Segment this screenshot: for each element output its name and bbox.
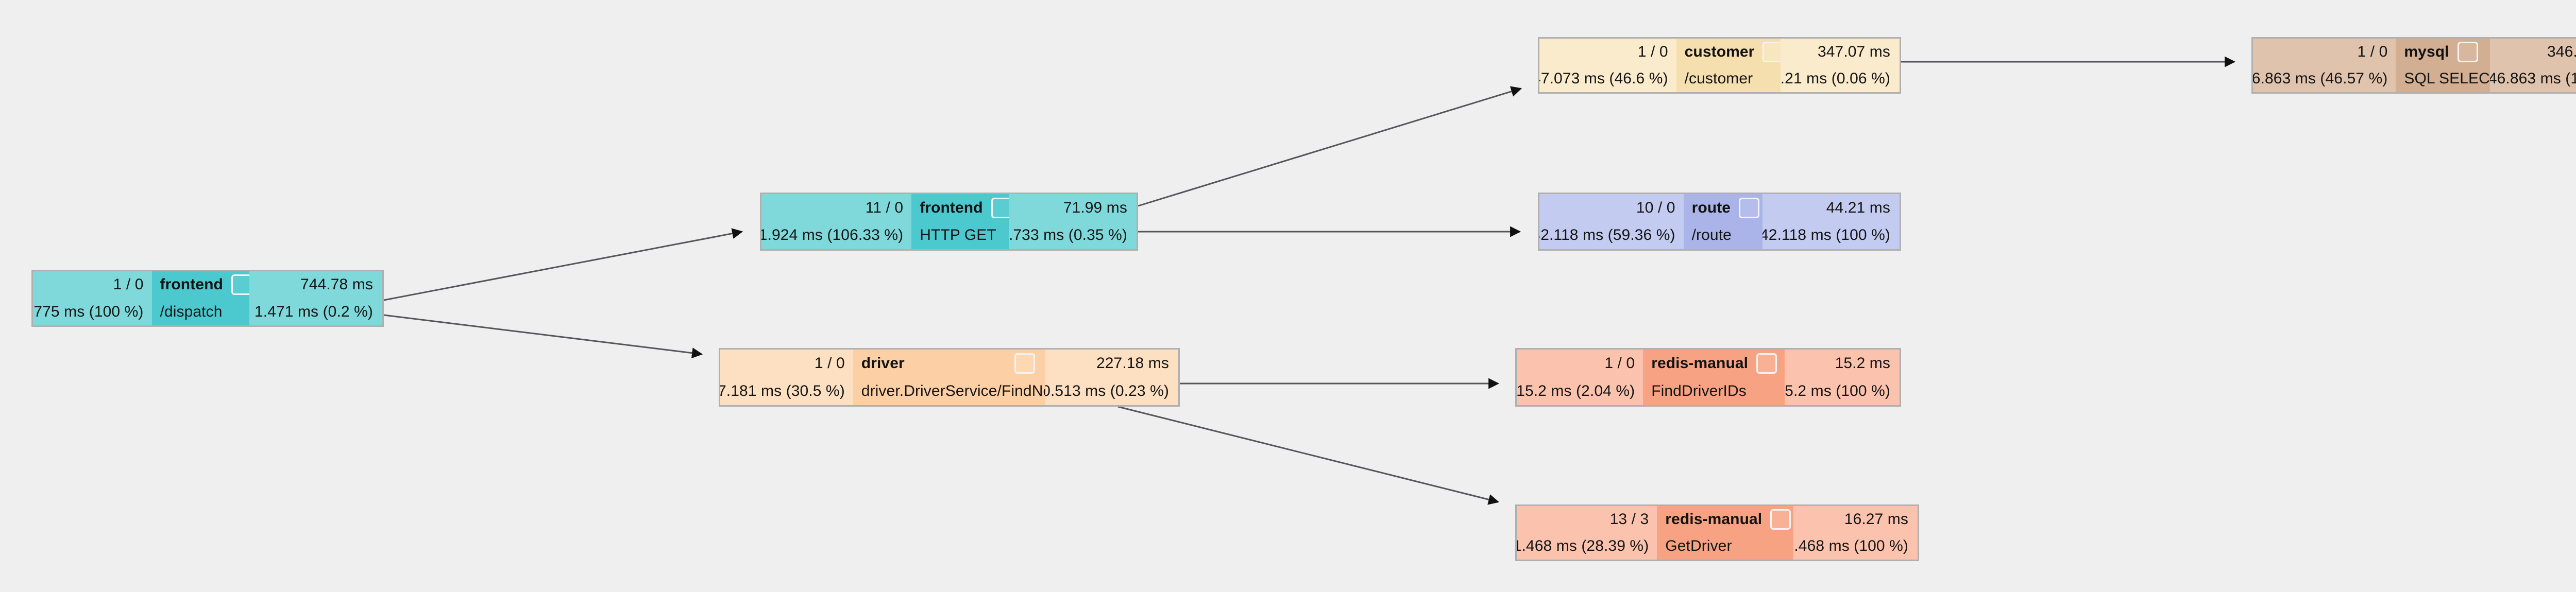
node-total-time: 346.863 ms (46.57 %) (2253, 65, 2396, 92)
node-route-route[interactable]: 10 / 0 route 44.21 ms 442.118 ms (59.36 … (1538, 193, 1901, 251)
node-operation: SQL SELECT (2396, 65, 2490, 92)
service-color-swatch-icon[interactable] (1739, 197, 1760, 218)
node-self-time: 71.99 ms (1009, 194, 1137, 222)
node-self-time: 227.18 ms (1045, 350, 1178, 377)
node-service: redis-manual (1643, 350, 1785, 377)
node-self-time: 16.27 ms (1793, 506, 1918, 533)
node-count: 1 / 0 (720, 350, 853, 377)
node-operation: FindDriverIDs (1643, 377, 1785, 405)
node-redis-getdriver[interactable]: 13 / 3 redis-manual 16.27 ms 211.468 ms … (1515, 504, 1919, 561)
node-row-bottom: 442.118 ms (59.36 %) /route 442.118 ms (… (1539, 221, 1900, 249)
node-service: frontend (911, 194, 1009, 222)
node-operation: /route (1683, 221, 1763, 249)
node-service: customer (1676, 39, 1781, 65)
node-frontend-httpget[interactable]: 11 / 0 frontend 71.99 ms 791.924 ms (106… (760, 193, 1138, 251)
node-operation: driver.DriverService/FindNearest (853, 377, 1046, 405)
node-self-time: 346.86 ms (2489, 39, 2576, 65)
node-self-percent: 211.468 ms (100 %) (1793, 533, 1918, 560)
node-row-top: 13 / 3 redis-manual 16.27 ms (1517, 506, 1918, 533)
node-service: driver (853, 350, 1046, 377)
node-self-percent: 0.513 ms (0.23 %) (1045, 377, 1178, 405)
node-self-time: 744.78 ms (249, 271, 382, 299)
node-operation: GetDriver (1657, 533, 1793, 560)
node-total-time: 15.2 ms (2.04 %) (1517, 377, 1643, 405)
node-service: route (1683, 194, 1763, 222)
service-color-swatch-icon[interactable] (1756, 353, 1777, 374)
node-total-time: 347.073 ms (46.6 %) (1539, 65, 1676, 92)
service-name-label: frontend (160, 276, 223, 293)
node-self-percent: 442.118 ms (100 %) (1762, 221, 1900, 249)
service-name-label: driver (861, 355, 905, 372)
node-row-bottom: 347.073 ms (46.6 %) /customer 0.21 ms (0… (1539, 65, 1900, 92)
node-self-percent: 2.733 ms (0.35 %) (1009, 221, 1137, 249)
node-count: 1 / 0 (1539, 39, 1676, 65)
node-row-top: 1 / 0 frontend 744.78 ms (33, 271, 382, 299)
node-total-time: 791.924 ms (106.33 %) (761, 221, 912, 249)
node-service: frontend (151, 271, 250, 299)
node-self-percent: 0.21 ms (0.06 %) (1781, 65, 1900, 92)
node-self-percent: 15.2 ms (100 %) (1785, 377, 1900, 405)
node-row-bottom: 346.863 ms (46.57 %) SQL SELECT 346.863 … (2253, 65, 2576, 92)
node-frontend-dispatch[interactable]: 1 / 0 frontend 744.78 ms 744.775 ms (100… (31, 270, 384, 327)
node-self-percent: 1.471 ms (0.2 %) (249, 298, 382, 325)
edge-e1 (383, 228, 743, 301)
node-row-top: 11 / 0 frontend 71.99 ms (761, 194, 1137, 222)
service-name-label: redis-manual (1665, 511, 1762, 528)
service-color-swatch-icon[interactable] (991, 197, 1009, 218)
service-name-label: redis-manual (1651, 355, 1749, 372)
service-name-label: route (1691, 199, 1731, 216)
service-color-swatch-icon[interactable] (2457, 42, 2478, 62)
node-row-bottom: 791.924 ms (106.33 %) HTTP GET 2.733 ms … (761, 221, 1137, 249)
node-row-bottom: 211.468 ms (28.39 %) GetDriver 211.468 m… (1517, 533, 1918, 560)
node-operation: /dispatch (151, 298, 250, 325)
node-self-time: 44.21 ms (1762, 194, 1900, 222)
node-row-bottom: 15.2 ms (2.04 %) FindDriverIDs 15.2 ms (… (1517, 377, 1900, 405)
service-name-label: customer (1684, 43, 1755, 60)
node-row-bottom: 227.181 ms (30.5 %) driver.DriverService… (720, 377, 1178, 405)
node-mysql-sqlselect[interactable]: 1 / 0 mysql 346.86 ms 346.863 ms (46.57 … (2251, 37, 2576, 94)
node-row-bottom: 744.775 ms (100 %) /dispatch 1.471 ms (0… (33, 298, 382, 325)
node-self-time: 347.07 ms (1781, 39, 1900, 65)
node-operation: /customer (1676, 65, 1781, 92)
node-redis-finddriverids[interactable]: 1 / 0 redis-manual 15.2 ms 15.2 ms (2.04… (1515, 348, 1901, 407)
edge-e2 (383, 314, 703, 359)
node-count: 13 / 3 (1517, 506, 1657, 533)
service-color-swatch-icon[interactable] (1014, 353, 1036, 374)
node-total-time: 227.181 ms (30.5 %) (720, 377, 853, 405)
node-self-percent: 346.863 ms (100 %) (2489, 65, 2576, 92)
node-count: 11 / 0 (761, 194, 912, 222)
edge-e7 (1117, 406, 1500, 505)
node-row-top: 1 / 0 mysql 346.86 ms (2253, 39, 2576, 65)
node-count: 10 / 0 (1539, 194, 1684, 222)
node-customer-customer[interactable]: 1 / 0 customer 347.07 ms 347.073 ms (46.… (1538, 37, 1901, 94)
node-row-top: 10 / 0 route 44.21 ms (1539, 194, 1900, 222)
node-count: 1 / 0 (1517, 350, 1643, 377)
node-row-top: 1 / 0 customer 347.07 ms (1539, 39, 1900, 65)
node-service: redis-manual (1657, 506, 1793, 533)
service-color-swatch-icon[interactable] (1770, 509, 1791, 530)
service-color-swatch-icon[interactable] (231, 274, 250, 295)
node-count: 1 / 0 (2253, 39, 2396, 65)
node-total-time: 211.468 ms (28.39 %) (1517, 533, 1657, 560)
node-self-time: 15.2 ms (1785, 350, 1900, 377)
node-service: mysql (2396, 39, 2490, 65)
node-driver-findnearest[interactable]: 1 / 0 driver 227.18 ms 227.181 ms (30.5 … (719, 348, 1180, 407)
node-total-time: 442.118 ms (59.36 %) (1539, 221, 1684, 249)
node-operation: HTTP GET (911, 221, 1009, 249)
edge-e3 (1138, 86, 1522, 207)
service-color-swatch-icon[interactable] (1762, 42, 1781, 62)
service-name-label: mysql (2404, 43, 2449, 60)
service-name-label: frontend (920, 199, 983, 216)
node-row-top: 1 / 0 driver 227.18 ms (720, 350, 1178, 377)
node-total-time: 744.775 ms (100 %) (33, 298, 152, 325)
node-count: 1 / 0 (33, 271, 152, 299)
node-row-top: 1 / 0 redis-manual 15.2 ms (1517, 350, 1900, 377)
